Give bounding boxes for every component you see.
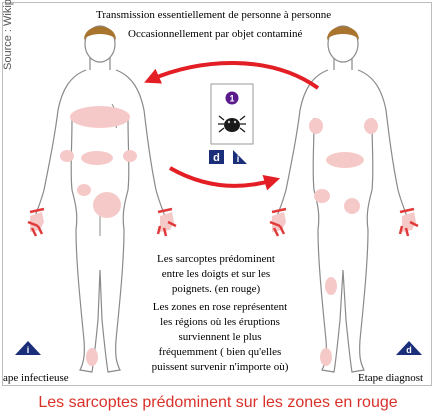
diagnostic-stage-icon: d [396, 341, 422, 355]
rash-waist [81, 151, 113, 165]
front-right-hand-red [400, 209, 418, 236]
note-pink-zones: Les zones en rose représentent les régio… [150, 300, 290, 375]
rash-left-elbow [60, 150, 74, 162]
transmission-line-1: Transmission essentiellement de personne… [96, 9, 331, 21]
caption: Les sarcoptes prédominent sur les zones … [0, 394, 436, 412]
arrow-forward-transmission [170, 168, 274, 186]
label-diagnostic-stage: Etape diagnost [358, 372, 423, 384]
rash-left-armpit [309, 118, 323, 134]
svg-text:d: d [406, 345, 412, 355]
stage-number-text: 1 [229, 94, 234, 104]
source-credit: Source : Wikipedia [2, 10, 16, 70]
note-fingers: Les sarcoptes prédominent entre les doig… [146, 252, 286, 297]
rash-genital [344, 198, 360, 214]
rash-groin-left [314, 189, 330, 203]
infective-icon-center: i [233, 150, 247, 164]
rash-right-elbow [123, 150, 137, 162]
rash-left-hip [77, 184, 91, 196]
infective-stage-icon: i [15, 341, 41, 355]
rash-right-armpit [364, 118, 378, 134]
rash-left-ankle [86, 348, 98, 366]
svg-text:d: d [213, 152, 220, 164]
diagnostic-icon-center: d [209, 150, 224, 164]
transmission-line-2: Occasionnellement par objet contaminé [128, 28, 302, 40]
label-infective-stage: ape infectieuse [3, 372, 69, 384]
svg-text:i: i [237, 154, 240, 164]
rash-abdomen [326, 152, 364, 168]
rash-upper-back [70, 106, 130, 128]
rash-knee [325, 277, 337, 295]
rash-right-ankle [320, 348, 332, 366]
right-body-figure [270, 26, 418, 372]
svg-text:i: i [27, 345, 30, 355]
rash-buttocks [93, 192, 121, 218]
right-hand-red [158, 209, 176, 236]
mite-icon [218, 116, 246, 132]
